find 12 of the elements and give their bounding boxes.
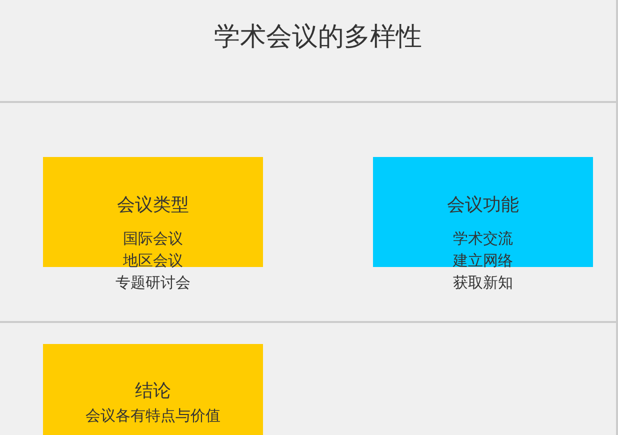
body-text: 会议各有特点与价值 <box>86 407 220 425</box>
list-item: 专题研讨会 <box>116 274 190 292</box>
box-heading: 会议类型 <box>117 196 189 216</box>
list-item: 学术交流 <box>453 230 513 248</box>
box-heading: 会议功能 <box>447 196 519 216</box>
list-item: 地区会议 <box>123 252 183 270</box>
content-box <box>43 344 263 435</box>
list-item: 建立网络 <box>453 252 513 270</box>
box-heading: 结论 <box>135 382 171 402</box>
list-item: 获取新知 <box>453 274 513 292</box>
list-item: 国际会议 <box>123 230 183 248</box>
title: 学术会议的多样性 <box>214 23 422 53</box>
